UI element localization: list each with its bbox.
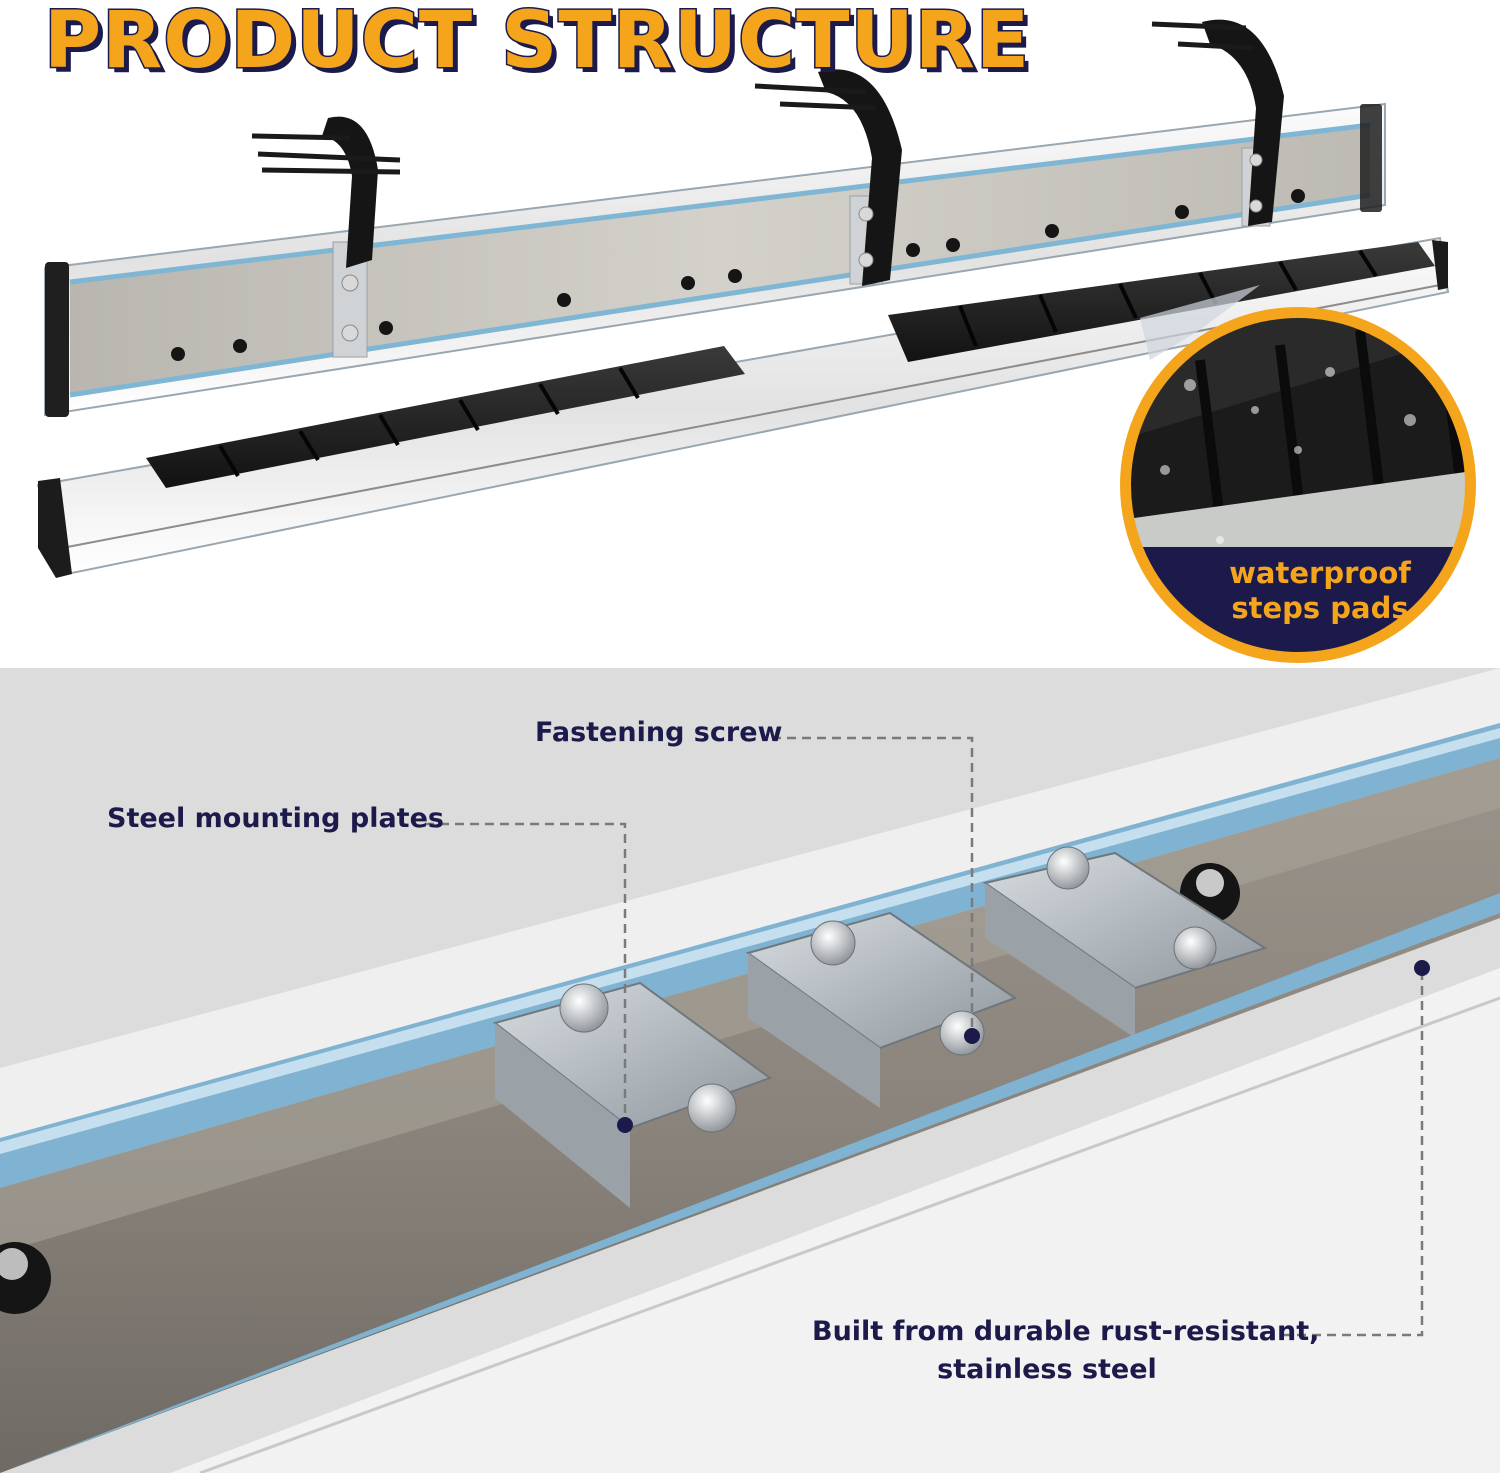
mounting-bracket <box>754 69 902 286</box>
mounting-plate <box>745 911 1018 1108</box>
badge-line-1: waterproof <box>1229 556 1411 590</box>
detail-closeup-section: Fastening screw Steel mounting plates Bu… <box>0 668 1500 1473</box>
mounting-bracket <box>251 116 401 358</box>
mounting-bracket <box>1151 19 1284 227</box>
page-title: PRODUCT STRUCTURE <box>42 0 1031 86</box>
running-boards-illustration <box>36 19 1476 663</box>
lower-rail <box>0 893 1500 1473</box>
closeup-illustration <box>0 668 1500 1473</box>
badge-line-2: steps pads <box>1231 591 1409 625</box>
callout-fastening-screw: Fastening screw <box>535 717 783 748</box>
waterproof-badge <box>1120 307 1476 663</box>
callout-dot-icon <box>617 960 1430 1133</box>
back-running-board <box>44 102 1386 417</box>
callout-material-line-2: stainless steel <box>937 1354 1157 1385</box>
callout-material-line-1: Built from durable rust-resistant, <box>812 1316 1320 1347</box>
callout-leader-lines <box>425 736 1424 1337</box>
product-overview-section: PRODUCT STRUCTURE waterproof steps pads <box>0 0 1500 668</box>
zoom-connector <box>1140 285 1260 360</box>
callout-material: Built from durable rust-resistant, stain… <box>812 1313 1320 1389</box>
waterproof-badge-label: waterproof steps pads <box>1190 556 1450 626</box>
mounting-plate <box>982 846 1268 1038</box>
mounting-plate <box>492 981 773 1208</box>
step-pad <box>146 346 745 488</box>
rivet-icon <box>171 189 1305 361</box>
callout-steel-mounting-plates: Steel mounting plates <box>107 803 444 834</box>
